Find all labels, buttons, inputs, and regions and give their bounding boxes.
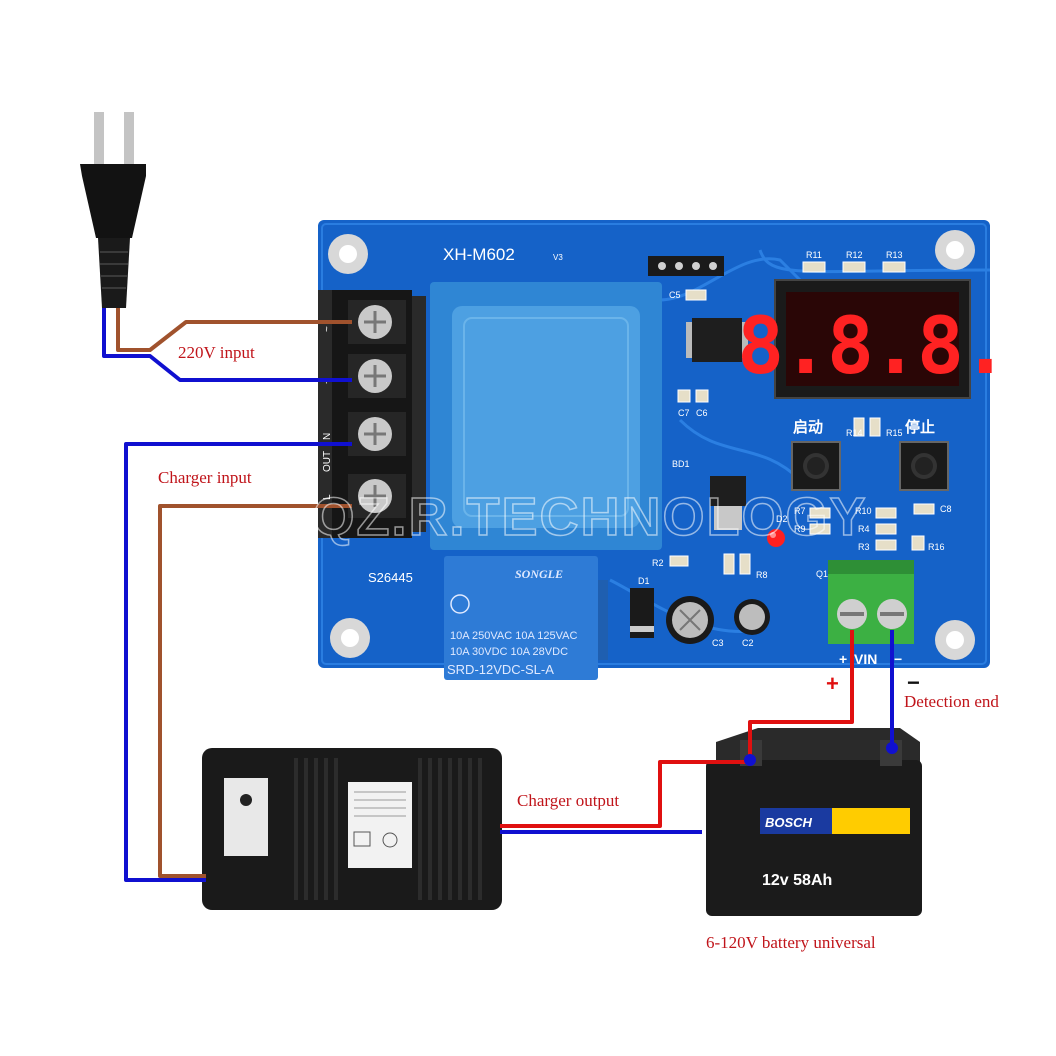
component-label: R9 bbox=[794, 524, 806, 534]
mounting-hole bbox=[935, 620, 975, 660]
start-button-label: 启动 bbox=[793, 418, 823, 436]
label-detection-end: Detection end bbox=[904, 692, 999, 711]
power-plug bbox=[80, 112, 146, 308]
board-part-code: S26445 bbox=[368, 570, 413, 585]
transformer bbox=[430, 282, 662, 550]
display-digits: 8.8.8. bbox=[737, 302, 1007, 392]
terminal-screw bbox=[348, 354, 406, 398]
relay-spec-line2: 10A 30VDC 10A 28VDC bbox=[450, 646, 568, 658]
seven-segment-display: 8.8.8. bbox=[737, 279, 1009, 399]
battery-rating: 12v 58Ah bbox=[762, 872, 832, 889]
start-button[interactable] bbox=[791, 441, 841, 491]
stop-button[interactable] bbox=[899, 441, 949, 491]
relay-brand: SONGLE bbox=[515, 567, 563, 581]
capacitor-c2 bbox=[734, 599, 770, 635]
component-label: C7 bbox=[678, 408, 690, 418]
component-label: R12 bbox=[846, 250, 863, 260]
stop-button-label: 停止 bbox=[905, 418, 935, 436]
wire-red-charger-output bbox=[500, 760, 748, 828]
regulator-chip bbox=[710, 476, 746, 530]
label-charger-output: Charger output bbox=[517, 791, 619, 810]
terminal-label: ~ bbox=[322, 326, 333, 332]
component-labels: R11 R12 R13 C5 C7 C6 BD1 R2 D1 C3 C2 D2 … bbox=[638, 250, 952, 648]
component-label: R13 bbox=[886, 250, 903, 260]
component-label: C6 bbox=[696, 408, 708, 418]
plus-sign-label: + bbox=[826, 671, 839, 696]
smd-components bbox=[669, 261, 935, 575]
label-battery-universal: 6-120V battery universal bbox=[706, 933, 876, 952]
terminal-screw bbox=[348, 300, 406, 344]
mounting-hole bbox=[330, 618, 370, 658]
component-label: R2 bbox=[652, 558, 664, 568]
component-label: R10 bbox=[855, 506, 872, 516]
mounting-hole bbox=[328, 234, 368, 274]
board-version-label: V3 bbox=[553, 253, 563, 262]
wire-red-detection bbox=[748, 630, 854, 758]
charger-adapter bbox=[202, 748, 502, 910]
pin-header bbox=[648, 256, 724, 276]
board-model-label: XH-M602 bbox=[443, 245, 515, 264]
component-label: BD1 bbox=[672, 459, 690, 469]
car-battery: BOSCH 12v 58Ah bbox=[706, 728, 922, 916]
wire-blue-220v bbox=[102, 308, 352, 382]
relay-spec-line1: 10A 250VAC 10A 125VAC bbox=[450, 630, 577, 642]
component-label: C3 bbox=[712, 638, 724, 648]
vin-label: VIN bbox=[854, 651, 877, 667]
terminal-screw bbox=[348, 412, 406, 456]
battery-brand: BOSCH bbox=[765, 815, 813, 830]
component-label: R16 bbox=[928, 542, 945, 552]
component-label: R8 bbox=[756, 570, 768, 580]
mounting-hole bbox=[935, 230, 975, 270]
component-label: D2 bbox=[776, 514, 788, 524]
watermark-text: QZ.R.TECHNOLOGY bbox=[313, 487, 868, 547]
ic-chip bbox=[686, 318, 748, 362]
diode bbox=[630, 588, 654, 638]
wire-brown-220v bbox=[116, 308, 352, 352]
component-label: Q1 bbox=[816, 569, 828, 579]
vin-plus-label: + bbox=[839, 651, 847, 667]
vin-minus-label: − bbox=[894, 651, 902, 667]
capacitor-c3 bbox=[666, 596, 714, 644]
led-indicator bbox=[767, 529, 785, 547]
component-label: D1 bbox=[638, 576, 650, 586]
minus-sign-label: − bbox=[907, 670, 920, 695]
component-label: C5 bbox=[669, 290, 681, 300]
terminal-label: OUT bbox=[322, 451, 333, 472]
wires bbox=[102, 308, 894, 882]
component-label: R4 bbox=[858, 524, 870, 534]
wire-blue-charger-input bbox=[124, 442, 352, 882]
label-220v-input: 220V input bbox=[178, 343, 255, 362]
component-label: R11 bbox=[806, 250, 822, 260]
component-label: R14 bbox=[846, 428, 863, 438]
terminal-dot-plus bbox=[744, 754, 756, 766]
label-charger-input: Charger input bbox=[158, 468, 252, 487]
terminal-label: N bbox=[322, 433, 333, 440]
wire-brown-charger-input bbox=[158, 504, 352, 878]
pcb-board: XH-M602 V3 S26445 bbox=[318, 220, 1009, 680]
component-label: R7 bbox=[794, 506, 806, 516]
terminal-screw bbox=[348, 474, 406, 518]
vin-terminal-block bbox=[828, 560, 914, 644]
terminal-dot-minus bbox=[886, 742, 898, 754]
component-label: R3 bbox=[858, 542, 870, 552]
component-label: R15 bbox=[886, 428, 903, 438]
terminal-label: L bbox=[322, 494, 333, 500]
component-label: C2 bbox=[742, 638, 754, 648]
relay: SONGLE 10A 250VAC 10A 125VAC 10A 30VDC 1… bbox=[444, 556, 608, 680]
component-label: C8 bbox=[940, 504, 952, 514]
relay-model: SRD-12VDC-SL-A bbox=[447, 662, 554, 677]
